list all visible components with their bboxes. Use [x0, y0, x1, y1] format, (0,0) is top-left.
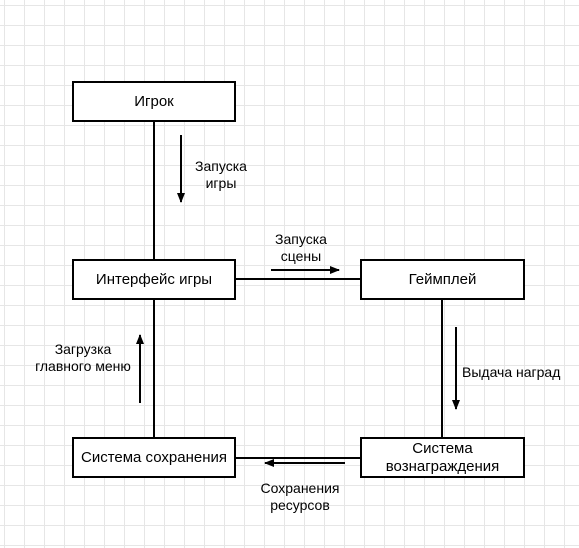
edge-label-interface-gameplay-line1: Запуска [275, 231, 327, 247]
edge-label-player-interface-line2: игры [205, 175, 237, 191]
edge-label-player-interface-line1: Запуска [195, 158, 247, 174]
node-reward-system-label-line1: Система [412, 439, 473, 457]
edge-label-gameplay-reward-line1: Выдача наград [462, 364, 561, 380]
edge-label-reward-save: Сохранения ресурсов [250, 480, 350, 514]
edge-label-save-interface: Загрузка главного меню [28, 341, 138, 375]
edge-label-interface-gameplay-line2: сцены [280, 248, 322, 264]
edge-label-save-interface-line1: Загрузка [54, 341, 112, 357]
node-save-system-label: Система сохранения [80, 448, 227, 466]
node-player-label: Игрок [134, 92, 174, 110]
node-save-system: Система сохранения [72, 437, 236, 478]
node-reward-system: Система вознаграждения [360, 437, 525, 478]
node-game-interface-label: Интерфейс игры [95, 270, 213, 288]
edge-label-save-interface-line2: главного меню [35, 358, 131, 374]
edge-label-reward-save-line2: ресурсов [270, 497, 330, 513]
edge-label-reward-save-line1: Сохранения [260, 480, 340, 496]
node-reward-system-label-line2: вознаграждения [385, 457, 500, 475]
node-gameplay: Геймплей [360, 259, 525, 300]
node-gameplay-label: Геймплей [408, 270, 477, 288]
node-game-interface: Интерфейс игры [72, 259, 236, 300]
edge-label-gameplay-reward: Выдача наград [462, 364, 572, 381]
edge-label-interface-gameplay: Запуска сцены [268, 231, 334, 265]
node-player: Игрок [72, 81, 236, 122]
edge-label-player-interface: Запуска игры [190, 158, 252, 192]
